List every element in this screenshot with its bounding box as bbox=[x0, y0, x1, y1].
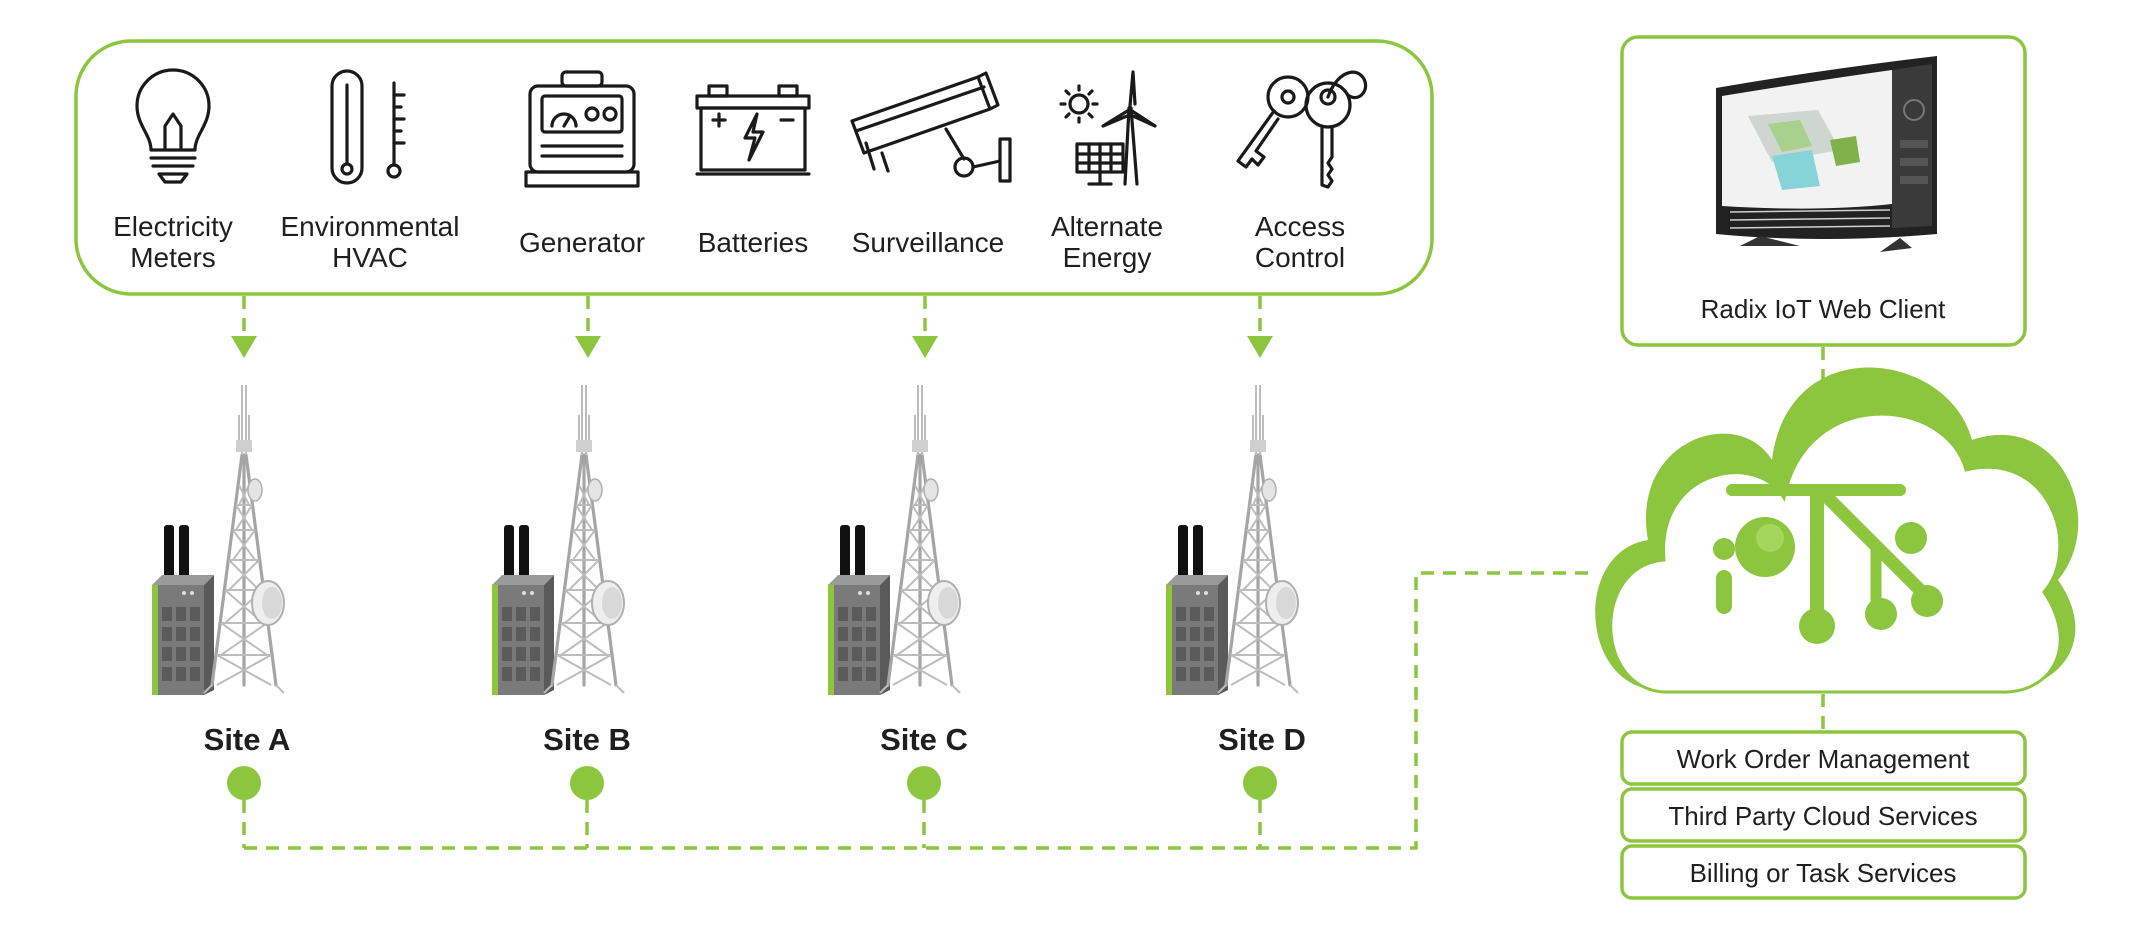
site-a-node bbox=[227, 766, 261, 800]
site-d-label: Site D bbox=[1218, 722, 1306, 757]
device-label-surveillance: Surveillance bbox=[852, 227, 1005, 258]
site-b-label: Site B bbox=[543, 722, 631, 757]
web-client-label: Radix IoT Web Client bbox=[1701, 294, 1946, 324]
site-network-connector bbox=[242, 571, 1592, 850]
battery-icon bbox=[695, 84, 811, 176]
web-client-panel: Radix IoT Web Client bbox=[1620, 35, 2027, 347]
device-label-alternate-line1: Alternate bbox=[1051, 211, 1163, 242]
generator-icon bbox=[524, 70, 640, 188]
site-b-node bbox=[570, 766, 604, 800]
service-label-third-party: Third Party Cloud Services bbox=[1668, 801, 1977, 831]
site-a-label: Site A bbox=[204, 722, 291, 757]
device-to-site-connectors bbox=[231, 296, 1273, 358]
site-c: Site C bbox=[826, 383, 968, 800]
device-label-access-line2: Control bbox=[1255, 242, 1345, 273]
device-label-hvac-line2: HVAC bbox=[332, 242, 408, 273]
keys-icon bbox=[1236, 70, 1368, 189]
security-camera-icon bbox=[850, 71, 1012, 183]
site-c-label: Site C bbox=[880, 722, 968, 757]
site-b-tower-icon bbox=[490, 383, 626, 697]
thermometer-icon bbox=[330, 69, 406, 185]
device-label-electricity-line1: Electricity bbox=[113, 211, 233, 242]
site-d: Site D bbox=[1164, 383, 1306, 800]
service-box-work-order bbox=[1620, 730, 2027, 786]
iot-cloud-icon bbox=[1595, 367, 2079, 694]
device-label-generator: Generator bbox=[519, 227, 645, 258]
lightbulb-icon bbox=[135, 68, 211, 184]
device-label-access-line1: Access bbox=[1255, 211, 1345, 242]
service-box-billing bbox=[1620, 844, 2027, 900]
site-b: Site B bbox=[490, 383, 631, 800]
wind-solar-icon bbox=[1059, 70, 1157, 186]
site-c-tower-icon bbox=[826, 383, 962, 697]
device-label-alternate-line2: Energy bbox=[1063, 242, 1152, 273]
site-d-tower-icon bbox=[1164, 383, 1300, 697]
service-box-third-party bbox=[1620, 787, 2027, 843]
device-panel: Electricity Meters Environmental HVAC bbox=[74, 39, 1434, 296]
site-a: Site A bbox=[150, 383, 291, 800]
device-label-electricity-line2: Meters bbox=[130, 242, 216, 273]
site-a-tower-icon bbox=[150, 383, 286, 697]
device-label-hvac-line1: Environmental bbox=[281, 211, 460, 242]
site-d-node bbox=[1243, 766, 1277, 800]
site-c-node bbox=[907, 766, 941, 800]
device-label-batteries: Batteries bbox=[698, 227, 809, 258]
service-label-billing: Billing or Task Services bbox=[1690, 858, 1957, 888]
service-label-work-order: Work Order Management bbox=[1677, 744, 1971, 774]
curved-monitor-icon bbox=[1716, 56, 1937, 252]
services-stack: Work Order Management Third Party Cloud … bbox=[1620, 730, 2027, 900]
